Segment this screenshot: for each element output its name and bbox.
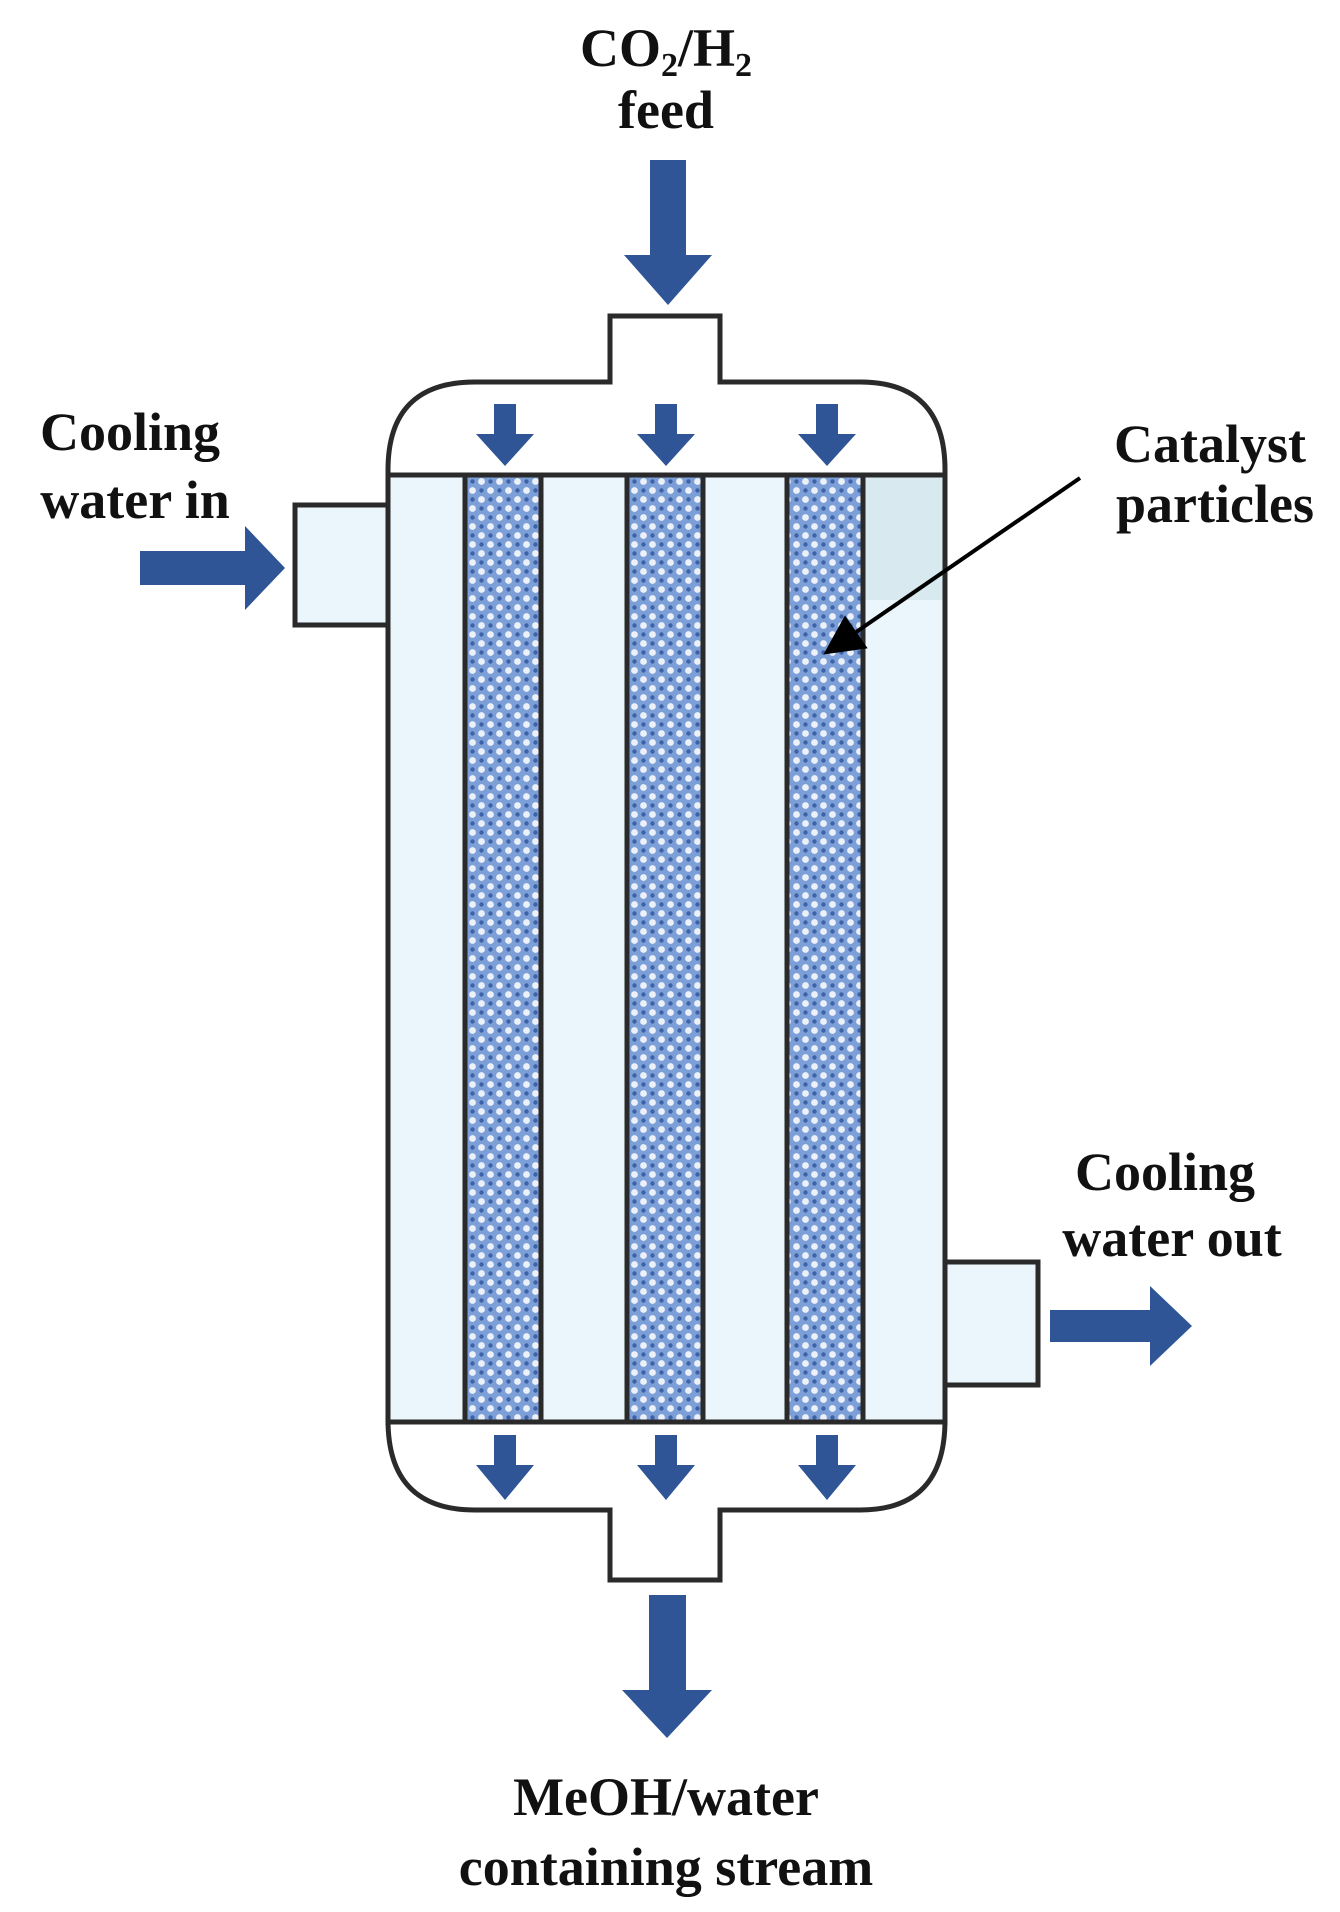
cooling-out-label-line2: water out	[1062, 1208, 1281, 1268]
catalyst-tube	[462, 472, 544, 1425]
catalyst-label-line2: particles	[1116, 474, 1314, 534]
catalyst-pointer-icon	[823, 476, 1082, 655]
feed-label: CO2/H2	[580, 18, 752, 84]
flow-arrows	[140, 160, 1192, 1738]
cooling-in-label: Cooling	[40, 402, 220, 462]
top-head-arrow-icon	[476, 404, 534, 466]
cooling-inlet-outline	[292, 502, 388, 628]
cooling-out-label: Cooling	[1075, 1142, 1255, 1202]
top-head-arrow-icon	[637, 404, 695, 466]
outlet-label: MeOH/water	[513, 1767, 819, 1827]
feed-arrow-icon	[624, 160, 712, 305]
feed-label-sub: 2	[735, 47, 752, 84]
feed-label-co: CO	[580, 18, 661, 78]
bottom-head-arrow-icon	[798, 1435, 856, 1500]
outlet-arrow-icon	[622, 1595, 712, 1738]
catalyst-tube	[784, 472, 866, 1425]
catalyst-label: Catalyst	[1114, 414, 1306, 474]
catalyst-tubes	[462, 472, 866, 1425]
cooling-out-arrow-icon	[1050, 1286, 1192, 1366]
cooling-outlet-outline	[945, 1259, 1041, 1388]
top-head-arrow-icon	[798, 404, 856, 466]
bottom-head-arrow-icon	[476, 1435, 534, 1500]
cooling-inlet-nozzle	[297, 507, 391, 623]
cooling-outlet-nozzle	[942, 1264, 1036, 1383]
bottom-head-arrow-icon	[637, 1435, 695, 1500]
outlet-label-line2: containing stream	[459, 1837, 874, 1897]
labels: CO2/H2 feed Cooling water in Catalyst pa…	[40, 18, 1314, 1897]
feed-label-h: /H	[677, 18, 735, 78]
cooling-in-label-line2: water in	[40, 470, 229, 530]
cooling-in-arrow-icon	[140, 526, 285, 610]
catalyst-tube	[624, 472, 706, 1425]
feed-label-line2: feed	[618, 80, 714, 140]
feed-label-sub: 2	[661, 47, 678, 84]
